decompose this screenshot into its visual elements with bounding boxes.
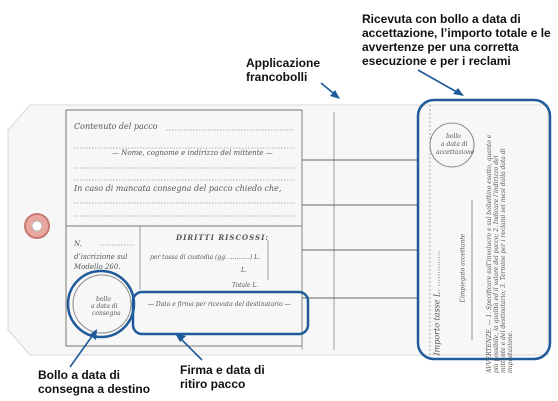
delivery-stamp-text-1: bollo — [96, 296, 111, 303]
delivery-stamp-annotation: Bollo a data di consegna a destino — [38, 368, 151, 396]
delivery-stamp-text-2: a data di — [91, 303, 118, 310]
delivery-stamp-highlight — [66, 269, 136, 339]
acceptance-stamp-text-1: bollo — [446, 133, 461, 140]
delivery-arrow — [69, 331, 96, 368]
number-label: N. — [74, 240, 82, 248]
rights-title: DIRITTI RISCOSSI: — [176, 233, 269, 242]
stamps-annotation: Applicazione francobolli — [246, 56, 321, 84]
acceptance-stamp-text-2: a data di — [441, 141, 468, 148]
warnings-text: AVVERTENZE. — 1. Specificare sull’involu… — [486, 134, 514, 373]
acceptance-stamp-text-3: accettazione — [436, 149, 475, 156]
receipt-annotation: Ricevuta con bollo a data di accettazion… — [362, 12, 551, 68]
acceptance-stamp-circle — [429, 122, 475, 168]
custody-fee-label: per tassa di custodia (gg. ...........) … — [150, 254, 260, 261]
delivery-stamp-circle — [72, 274, 132, 334]
delivery-stamp-text-3: consegna — [92, 310, 121, 317]
total-label: Totale L. — [232, 282, 259, 289]
contents-label: Contenuto del pacco — [74, 122, 158, 131]
registration-line-2: Modello 260. — [74, 263, 121, 271]
sender-label: — Nome, cognome e indirizzo del mittente… — [112, 149, 273, 157]
non-delivery-label: In caso di mancata consegna del pacco ch… — [74, 184, 282, 193]
clerk-label: L’impiegato accettante — [459, 233, 467, 303]
l-label: L. — [241, 267, 247, 274]
signature-annotation: Firma e data di ritiro pacco — [180, 363, 265, 391]
receipt-arrow — [417, 69, 463, 96]
receipt-highlight — [416, 98, 552, 361]
recipient-signature-label: — Data e firma per ricevuta del destinat… — [148, 301, 291, 308]
eyelet-hole — [31, 220, 43, 232]
registration-line-1: d’iscrizione sul — [74, 253, 128, 261]
amount-label: Importo tasse L. .............. — [432, 250, 442, 356]
